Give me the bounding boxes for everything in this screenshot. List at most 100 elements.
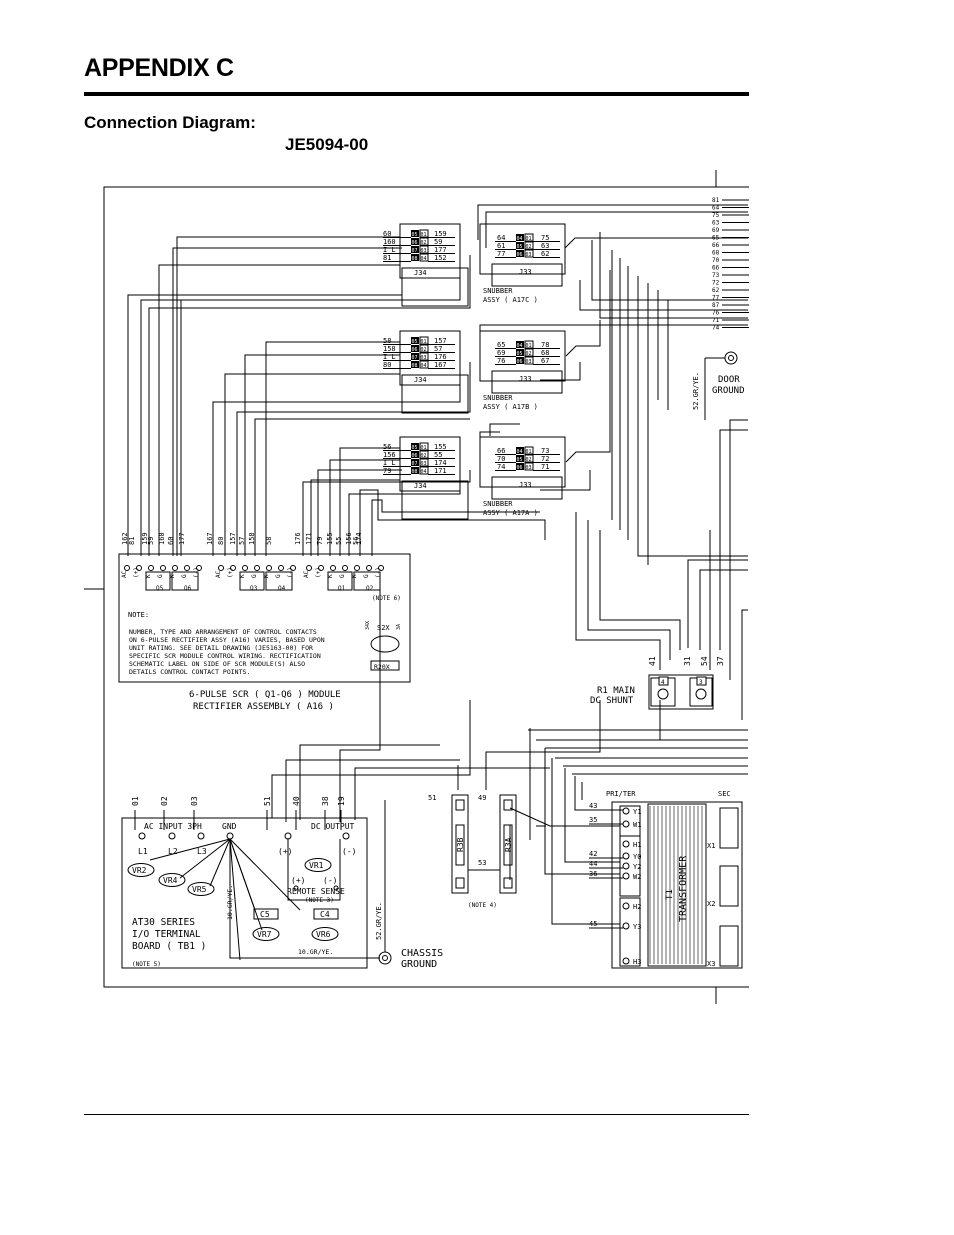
tb-dc-terminal <box>284 832 292 840</box>
resistor-terminal <box>503 877 513 889</box>
scr-terminal <box>242 565 248 571</box>
j33-pin <box>516 234 524 241</box>
scr-box <box>327 571 353 591</box>
note6-label: (NOTE 6) <box>372 595 401 602</box>
scr-terminal <box>318 565 324 571</box>
j33-pin <box>516 250 524 257</box>
xfmr-secondary-label: X2 <box>707 900 715 908</box>
j33-pin-label: 01 <box>526 449 532 455</box>
rectifier-wire-number: 176 <box>294 532 302 545</box>
xfmr-terminal <box>622 840 630 848</box>
varistor <box>187 882 215 896</box>
rectifier-wire-number: 157 <box>229 532 237 545</box>
j33-pin <box>516 242 524 249</box>
j34-wire-left: 158 <box>383 345 396 353</box>
xfmr-t1-label: T1 <box>665 889 675 900</box>
j33-pin-label: 06 <box>517 252 523 258</box>
j33-pin-label: 03 <box>526 465 532 471</box>
j33-pin <box>524 249 534 258</box>
varistor <box>252 927 280 941</box>
j34-pin <box>419 336 429 345</box>
scr-terminal-label: K <box>239 574 246 578</box>
varistor-label: VR6 <box>316 930 331 939</box>
j34-pin <box>411 353 419 360</box>
tb-gnd-terminal <box>226 832 234 840</box>
j34-pin <box>419 466 429 475</box>
xfmr-terminal <box>622 852 630 860</box>
right-wire-number: 69 <box>712 227 720 234</box>
tb-l-label: L3 <box>197 847 207 856</box>
xfmr-secondary-label: X3 <box>707 960 715 968</box>
scr-terminal-label: (-) <box>287 567 294 578</box>
note5-label: (NOTE 5) <box>132 961 161 968</box>
j33-pin <box>516 357 524 364</box>
scr-terminal <box>306 565 312 571</box>
j33-label: J33 <box>519 268 532 276</box>
j33-wire-right: 75 <box>541 234 549 242</box>
capacitor <box>253 908 279 920</box>
xfmr-terminal <box>622 820 630 828</box>
j33-pin-label: 02 <box>526 351 532 357</box>
j33-loop <box>491 370 563 394</box>
scr-box <box>171 571 199 591</box>
r3-wire-number: 51 <box>428 794 436 802</box>
shunt-terminal-number: 4 <box>661 679 665 686</box>
j33-wire-left: 70 <box>497 455 505 463</box>
j34-wire-left: 81 <box>383 254 391 262</box>
resistor-body <box>451 794 469 894</box>
j33-frame <box>479 330 566 382</box>
j34-pin <box>411 345 419 352</box>
j34-wire-left: 156 <box>383 451 396 459</box>
xfmr-wire-number: 45 <box>589 920 597 928</box>
right-wire-number: 66 <box>712 265 720 272</box>
j34-wire-left: I L <box>383 246 396 254</box>
xfmr-terminal-label: W1 <box>633 821 641 829</box>
shunt-bolt <box>695 688 707 700</box>
varistor-label: VR4 <box>163 876 178 885</box>
right-wire-number: 70 <box>712 257 720 264</box>
scr-terminal <box>354 565 360 571</box>
xfmr-terminal-label: Y1 <box>633 808 641 816</box>
j34-pin-label: 04 <box>421 469 427 475</box>
j34-pin-label: 08 <box>412 256 418 262</box>
varistor <box>304 858 332 872</box>
right-wire-number: 64 <box>712 205 720 212</box>
xfmr-wire-number: 42 <box>589 850 597 858</box>
scr-terminal-label: G <box>251 574 258 578</box>
scr-terminal <box>378 565 384 571</box>
tb-wire-number: 40 <box>292 796 301 806</box>
j33-frame <box>479 436 566 488</box>
xfmr-secondary-label: X1 <box>707 842 715 850</box>
shunt-wire-number: 37 <box>716 656 725 666</box>
tb-frame <box>121 817 368 969</box>
right-wire-number: 74 <box>712 325 720 332</box>
capacitor-label: C5 <box>260 910 270 919</box>
j33-pin <box>524 356 534 365</box>
door-ground: DOOR GROUND 52.GR/YE. <box>692 351 745 420</box>
j34-wire-left: 80 <box>383 361 391 369</box>
scr-module-label: Q5 <box>156 585 164 592</box>
j34-wire-left: I L <box>383 459 396 467</box>
xfmr-terminal <box>622 807 630 815</box>
scr-terminal <box>366 565 372 571</box>
j33-wire-left: 74 <box>497 463 505 471</box>
scr-terminal-label: K <box>327 574 334 578</box>
resistor-terminal <box>503 799 513 811</box>
tb-plus-label: (+) <box>278 847 292 856</box>
note-line: SCHEMATIC LABEL ON SIDE OF SCR MODULE(S)… <box>129 660 305 668</box>
rectifier-wire-number: 174 <box>355 532 363 545</box>
scr-terminal-label: AC <box>215 570 222 578</box>
gnd-lead <box>229 838 256 911</box>
j34-pin-label: 01 <box>421 445 427 451</box>
j34-pin <box>419 344 429 353</box>
varistor-label: VR2 <box>132 866 147 875</box>
tb-l-label: L1 <box>138 847 148 856</box>
rectifier-frame <box>118 553 411 683</box>
scr-terminal-label: (+) <box>133 567 140 578</box>
j34-wire-right: 177 <box>434 246 447 254</box>
j33-pin-label: 04 <box>517 343 523 349</box>
r3-wire-number: 53 <box>478 859 486 867</box>
note-line: DETAILS CONTROL CONTACT POINTS. <box>129 668 250 676</box>
